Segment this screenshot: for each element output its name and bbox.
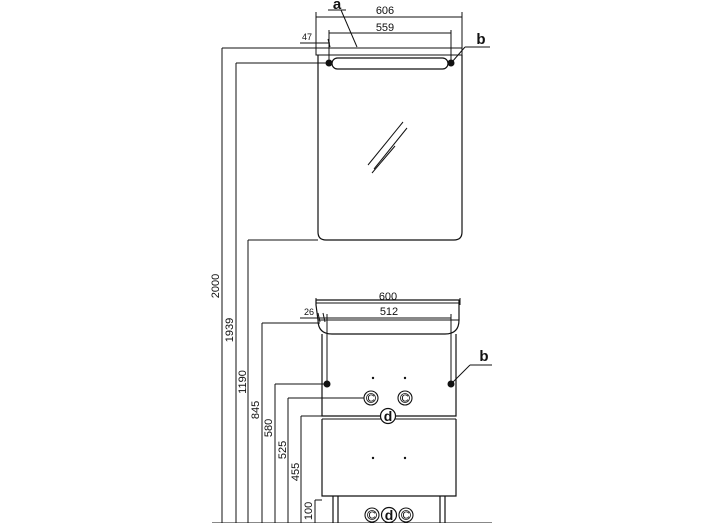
dimension-cabinet-inner-width xyxy=(326,314,452,384)
dimension-height-mirror-fixing-label: 1939 xyxy=(224,318,236,342)
callout-d-bottom: d xyxy=(385,507,394,523)
dimension-height-water-inlet-label: 580 xyxy=(263,419,275,437)
bottom-cold-water-label: C xyxy=(368,511,375,522)
upper-drawer xyxy=(321,334,457,417)
height-dimension-lines xyxy=(212,47,492,523)
dimension-mirror-offset xyxy=(300,38,331,48)
mirror-fixing-point-left xyxy=(325,59,333,67)
hot-water-label: C xyxy=(401,394,408,405)
callout-d-middle: d xyxy=(384,408,393,424)
mirror-reflection-icon xyxy=(367,121,408,174)
dimension-height-lower-inlet-label: 455 xyxy=(290,463,302,481)
mirror-outline xyxy=(317,55,463,241)
dimension-mirror-light-width-label: 559 xyxy=(376,22,394,34)
lower-drawer xyxy=(321,419,457,497)
callout-b-cabinet: b xyxy=(479,348,488,365)
dimension-cabinet-offset xyxy=(300,312,330,323)
dimension-mirror-offset-label: 47 xyxy=(302,32,312,42)
hot-water-icon xyxy=(397,390,413,406)
dimension-height-total-label: 2000 xyxy=(210,274,222,298)
cold-water-label: C xyxy=(367,394,374,405)
dimension-cabinet-width-label: 600 xyxy=(379,291,397,303)
callout-a-leader xyxy=(328,9,358,48)
bottom-inlet-symbols xyxy=(364,507,414,523)
mirror-top-cap xyxy=(315,47,463,56)
dimension-height-drain-label: 525 xyxy=(277,441,289,459)
dimension-cabinet-width xyxy=(315,298,461,305)
mirror xyxy=(315,47,463,241)
callout-b-mirror: b xyxy=(476,31,485,48)
dimension-height-mirror-bottom-label: 1190 xyxy=(237,370,249,394)
dimension-mirror-width-label: 606 xyxy=(376,5,394,17)
callout-b-mirror-leader xyxy=(451,46,490,63)
basin-top xyxy=(315,299,460,335)
dimension-cabinet-inner-width-label: 512 xyxy=(380,306,398,318)
dimension-height-floor-drain-label: 100 xyxy=(303,502,315,520)
bottom-hot-water-label: C xyxy=(402,511,409,522)
drawer-pilot-marks xyxy=(371,376,407,460)
callout-b-cabinet-leader xyxy=(452,364,492,383)
mirror-light-bar xyxy=(331,57,449,70)
callout-a: a xyxy=(333,0,342,13)
dimension-cabinet-offset-label: 26 xyxy=(304,307,314,317)
dimension-height-cabinet-fixing-label: 845 xyxy=(250,401,262,419)
